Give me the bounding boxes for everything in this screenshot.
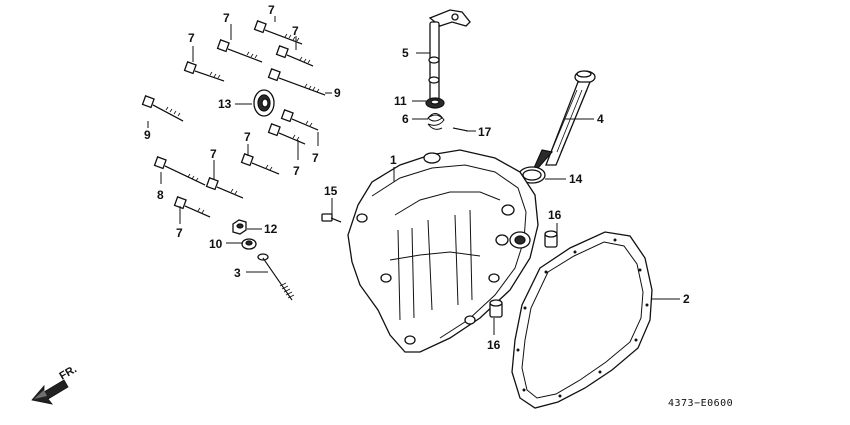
bolt-mid-3 [240, 153, 280, 175]
callout-15: 15 [324, 184, 338, 198]
bolt-left-9 [141, 95, 184, 122]
callout-8: 8 [157, 188, 164, 202]
callout-7: 7 [293, 164, 300, 178]
callout-7: 7 [210, 147, 217, 161]
callout-5: 5 [402, 46, 409, 60]
nut-12 [232, 219, 247, 235]
o-ring-14 [518, 166, 546, 184]
callout-7: 7 [292, 24, 299, 38]
callout-4: 4 [597, 112, 604, 126]
callout-10: 10 [209, 237, 223, 251]
spring-6 [427, 113, 445, 130]
bolt-low-7 [173, 196, 211, 218]
bolt-long-9 [267, 68, 326, 96]
callout-6: 6 [402, 112, 409, 126]
callout-7: 7 [268, 3, 275, 17]
bolt-mid-2 [267, 123, 306, 145]
dowel-pin-16-lower [489, 299, 503, 318]
spindle-5 [428, 9, 471, 103]
callout-2: 2 [683, 292, 690, 306]
bolt-left-1 [183, 61, 225, 82]
callout-7: 7 [244, 130, 251, 144]
front-direction-label: FR. [58, 363, 79, 382]
diagram-code: 4373−E0600 [668, 398, 733, 409]
callout-13: 13 [218, 97, 232, 111]
bolt-mid-1 [280, 109, 319, 131]
bolt-15 [321, 213, 342, 223]
oil-seal-13 [253, 89, 275, 117]
dipstick-4 [533, 70, 596, 169]
bolt-top-3 [275, 45, 314, 67]
pin-17 [452, 127, 469, 132]
gasket-2 [511, 231, 653, 409]
callout-17: 17 [478, 125, 492, 139]
callout-16: 16 [548, 208, 562, 222]
bolt-top-1 [253, 20, 303, 45]
callout-1: 1 [390, 153, 397, 167]
callout-12: 12 [264, 222, 278, 236]
stud-3 [257, 253, 295, 301]
callout-7: 7 [223, 11, 230, 25]
callout-labels: 7 7 7 7 9 9 13 7 7 7 7 8 7 12 10 3 15 5 … [144, 3, 690, 352]
callout-7: 7 [176, 226, 183, 240]
leader-lines [147, 16, 680, 335]
bolt-mid-4 [205, 177, 244, 199]
callout-9: 9 [334, 86, 341, 100]
front-direction-arrow [31, 379, 69, 405]
callout-7: 7 [312, 151, 319, 165]
bolt-long-8 [153, 156, 206, 186]
callout-14: 14 [569, 172, 583, 186]
callout-11: 11 [394, 94, 407, 108]
callout-7: 7 [188, 31, 195, 45]
dowel-pin-16-upper [544, 230, 558, 248]
washer-10 [241, 238, 257, 250]
gear-11 [425, 97, 445, 109]
crankcase-cover-1 [347, 149, 539, 353]
callout-3: 3 [234, 266, 241, 280]
callout-16: 16 [487, 338, 501, 352]
bolt-top-2 [216, 39, 263, 63]
callout-9: 9 [144, 128, 151, 142]
